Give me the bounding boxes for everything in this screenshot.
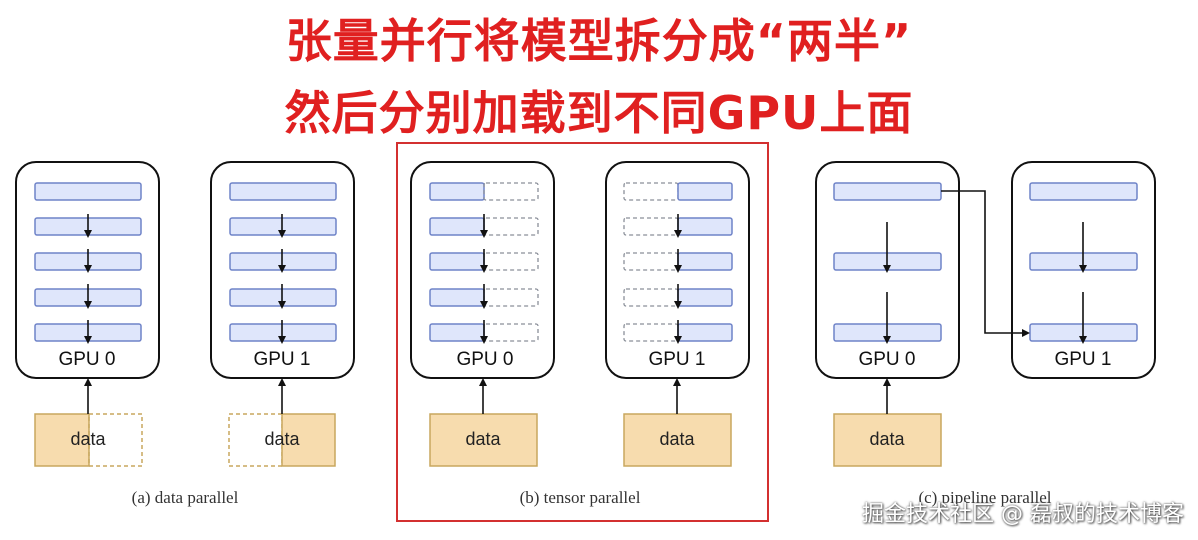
layer-tp-1-right-4 xyxy=(677,323,733,342)
caption-tensor-parallel: (b) tensor parallel xyxy=(520,488,641,507)
watermark: 掘金技术社区 @ 磊叔的技术博客 xyxy=(862,502,1184,527)
layer-tp-0-left-0 xyxy=(429,182,485,201)
layer-tp-1-right-1 xyxy=(677,217,733,236)
highlight-frame-tensor-parallel xyxy=(396,142,769,522)
headline-line-1: 张量并行将模型拆分成“两半” xyxy=(285,14,913,68)
layer-tp-0-left-1 xyxy=(429,217,485,236)
data-box-dp-1 xyxy=(281,413,336,467)
data-box-tp-0 xyxy=(429,413,538,467)
data-label-pp-0: data xyxy=(869,429,905,449)
layer-tp-0-left-4 xyxy=(429,323,485,342)
layer-dp-1-0 xyxy=(229,182,337,201)
headline-line-2: 然后分别加载到不同GPU上面 xyxy=(284,86,914,140)
gpu-label-pp-1: GPU 1 xyxy=(1054,349,1111,370)
layer-dp-1-2 xyxy=(229,252,337,271)
gpu-label-dp-0: GPU 0 xyxy=(58,349,115,370)
layer-tp-1-right-0 xyxy=(677,182,733,201)
layer-dp-1-1 xyxy=(229,217,337,236)
gpu-label-pp-0: GPU 0 xyxy=(858,349,915,370)
caption-pipeline-parallel: (c) pipeline parallel xyxy=(918,488,1051,507)
data-box-dp-0-ghost xyxy=(88,413,143,467)
data-box-pp-0 xyxy=(833,413,942,467)
data-box-dp-0 xyxy=(34,413,90,467)
layer-dp-0-0 xyxy=(34,182,142,201)
layer-pp-0-0 xyxy=(833,182,942,201)
layer-tp-0-left-2 xyxy=(429,252,485,271)
gpu-label-tp-0: GPU 0 xyxy=(456,349,513,370)
gpu-label-dp-1: GPU 1 xyxy=(253,349,310,370)
layer-dp-1-4 xyxy=(229,323,337,342)
layer-tp-0-left-3 xyxy=(429,288,485,307)
data-box-tp-1 xyxy=(623,413,732,467)
data-label-tp-1: data xyxy=(659,429,695,449)
layer-tp-1-right-3 xyxy=(677,288,733,307)
data-label-dp-1: data xyxy=(264,429,300,449)
layer-dp-1-3 xyxy=(229,288,337,307)
data-label-tp-0: data xyxy=(465,429,501,449)
gpu-label-tp-1: GPU 1 xyxy=(648,349,705,370)
layer-tp-0-right-0 xyxy=(483,182,539,201)
caption-data-parallel: (a) data parallel xyxy=(132,488,239,507)
data-label-dp-0: data xyxy=(70,429,106,449)
layer-pp-1-0 xyxy=(1029,182,1138,201)
arrow-pipeline-handoff xyxy=(941,190,1030,337)
layer-tp-1-right-2 xyxy=(677,252,733,271)
